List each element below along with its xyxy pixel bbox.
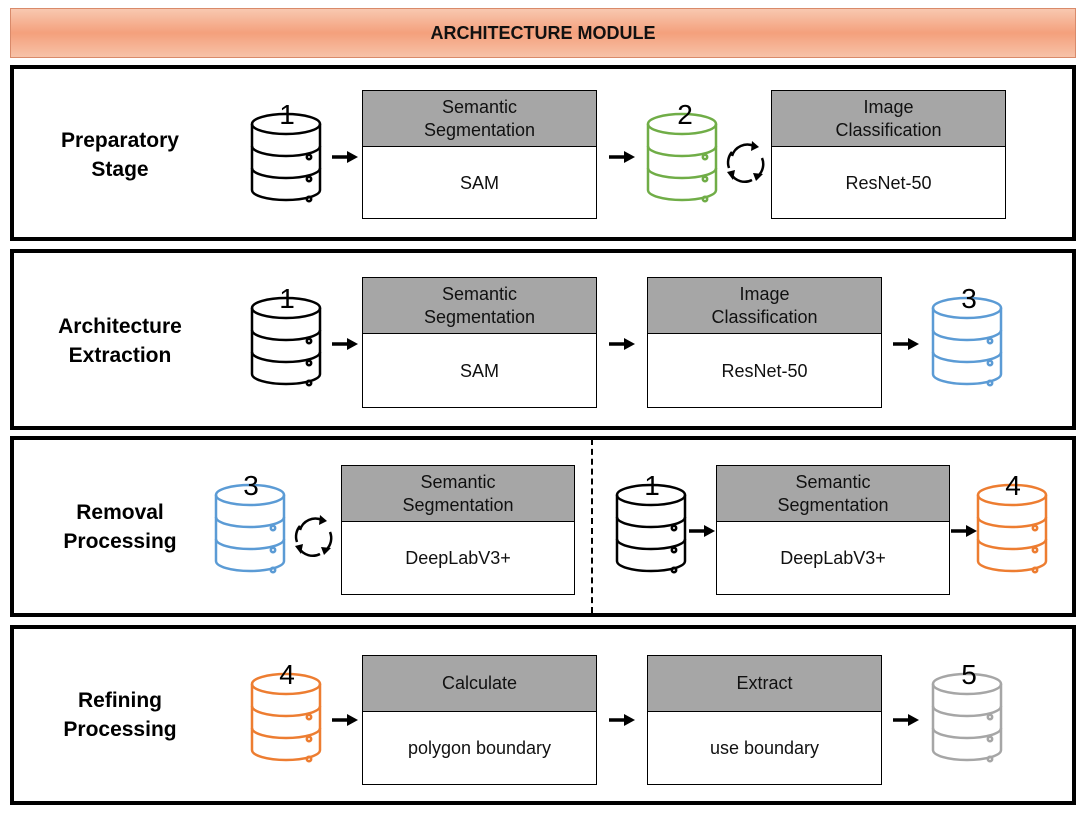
header-line1: Calculate <box>441 673 518 693</box>
header-line1: Semantic <box>441 96 518 117</box>
cycle-icon <box>293 513 333 558</box>
process-box-header: Semantic Segmentation <box>717 466 949 522</box>
arrow-icon <box>332 337 358 351</box>
process-box-image-classification: Image Classification ResNet-50 <box>647 277 882 408</box>
header-line1: Semantic <box>441 283 518 304</box>
dataset-number: 5 <box>961 659 977 690</box>
process-box-model: ResNet-50 <box>721 360 808 381</box>
stage-label-line2: Extraction <box>68 344 172 367</box>
process-box-semantic-segmentation: Semantic Segmentation DeepLabV3+ <box>341 465 575 595</box>
dataset-number: 3 <box>961 283 977 314</box>
header-line2: Segmentation <box>423 306 536 327</box>
process-box-header: Semantic Segmentation <box>342 466 574 522</box>
process-box-header: Image Classification <box>772 91 1005 147</box>
process-box-model: SAM <box>459 172 499 193</box>
dataset-number: 4 <box>279 659 295 690</box>
process-box-header: Semantic Segmentation <box>363 91 596 147</box>
dataset-number: 4 <box>1005 470 1021 501</box>
stage-label-removal: Removal Processing <box>40 498 200 556</box>
process-box-header: Extract <box>648 656 881 712</box>
header-line2: Segmentation <box>402 494 514 515</box>
dataset-number: 1 <box>279 99 295 130</box>
stage-label-line2: Processing <box>63 530 177 553</box>
arrow-icon <box>332 713 358 727</box>
header-line2: Classification <box>711 306 818 327</box>
stage-label-line2: Processing <box>63 718 177 741</box>
diagram-title-text: ARCHITECTURE MODULE <box>430 22 656 43</box>
process-box-semantic-segmentation: Semantic Segmentation DeepLabV3+ <box>716 465 950 595</box>
header-line1: Image <box>863 96 914 117</box>
stage-label-line1: Removal <box>76 501 164 524</box>
diagram-title: ARCHITECTURE MODULE <box>10 8 1076 58</box>
dataset-number: 3 <box>243 470 259 501</box>
dataset-number: 1 <box>279 283 295 314</box>
process-box-model: polygon boundary <box>407 738 552 758</box>
arrow-icon <box>893 337 919 351</box>
stage-label-refining: Refining Processing <box>40 686 200 744</box>
stage-label-line1: Preparatory <box>61 129 179 152</box>
header-line2: Segmentation <box>423 119 536 140</box>
process-box-semantic-segmentation: Semantic Segmentation SAM <box>362 90 597 219</box>
process-box-calculate: Calculate polygon boundary <box>362 655 597 785</box>
header-line1: Extract <box>736 673 793 693</box>
header-line2: Segmentation <box>777 494 889 515</box>
dataset-number: 2 <box>677 99 693 130</box>
panel-divider <box>591 439 593 613</box>
header-line2: Classification <box>835 119 942 140</box>
arrow-icon <box>893 713 919 727</box>
process-box-model: SAM <box>459 360 499 381</box>
process-box-model: DeepLabV3+ <box>780 548 886 568</box>
stage-label-line1: Refining <box>78 689 162 712</box>
arrow-icon <box>689 524 715 538</box>
process-box-extract: Extract use boundary <box>647 655 882 785</box>
stage-label-architecture: Architecture Extraction <box>40 312 200 370</box>
stage-label-line1: Architecture <box>58 315 182 338</box>
process-box-model: DeepLabV3+ <box>405 548 511 568</box>
header-line1: Semantic <box>795 471 871 492</box>
arrow-icon <box>609 713 635 727</box>
process-box-model: use boundary <box>709 738 820 758</box>
process-box-model: ResNet-50 <box>845 172 932 193</box>
cycle-icon <box>725 139 765 184</box>
process-box-header: Semantic Segmentation <box>363 278 596 334</box>
header-line1: Image <box>739 283 790 304</box>
header-line1: Semantic <box>420 471 496 492</box>
process-box-header: Image Classification <box>648 278 881 334</box>
process-box-header: Calculate <box>363 656 596 712</box>
stage-label-line2: Stage <box>91 158 149 181</box>
process-box-image-classification: Image Classification ResNet-50 <box>771 90 1006 219</box>
process-box-semantic-segmentation: Semantic Segmentation SAM <box>362 277 597 408</box>
arrow-icon <box>332 150 358 164</box>
dataset-number: 1 <box>644 470 660 501</box>
arrow-icon <box>951 524 977 538</box>
arrow-icon <box>609 337 635 351</box>
stage-label-preparatory: Preparatory Stage <box>40 126 200 184</box>
arrow-icon <box>609 150 635 164</box>
